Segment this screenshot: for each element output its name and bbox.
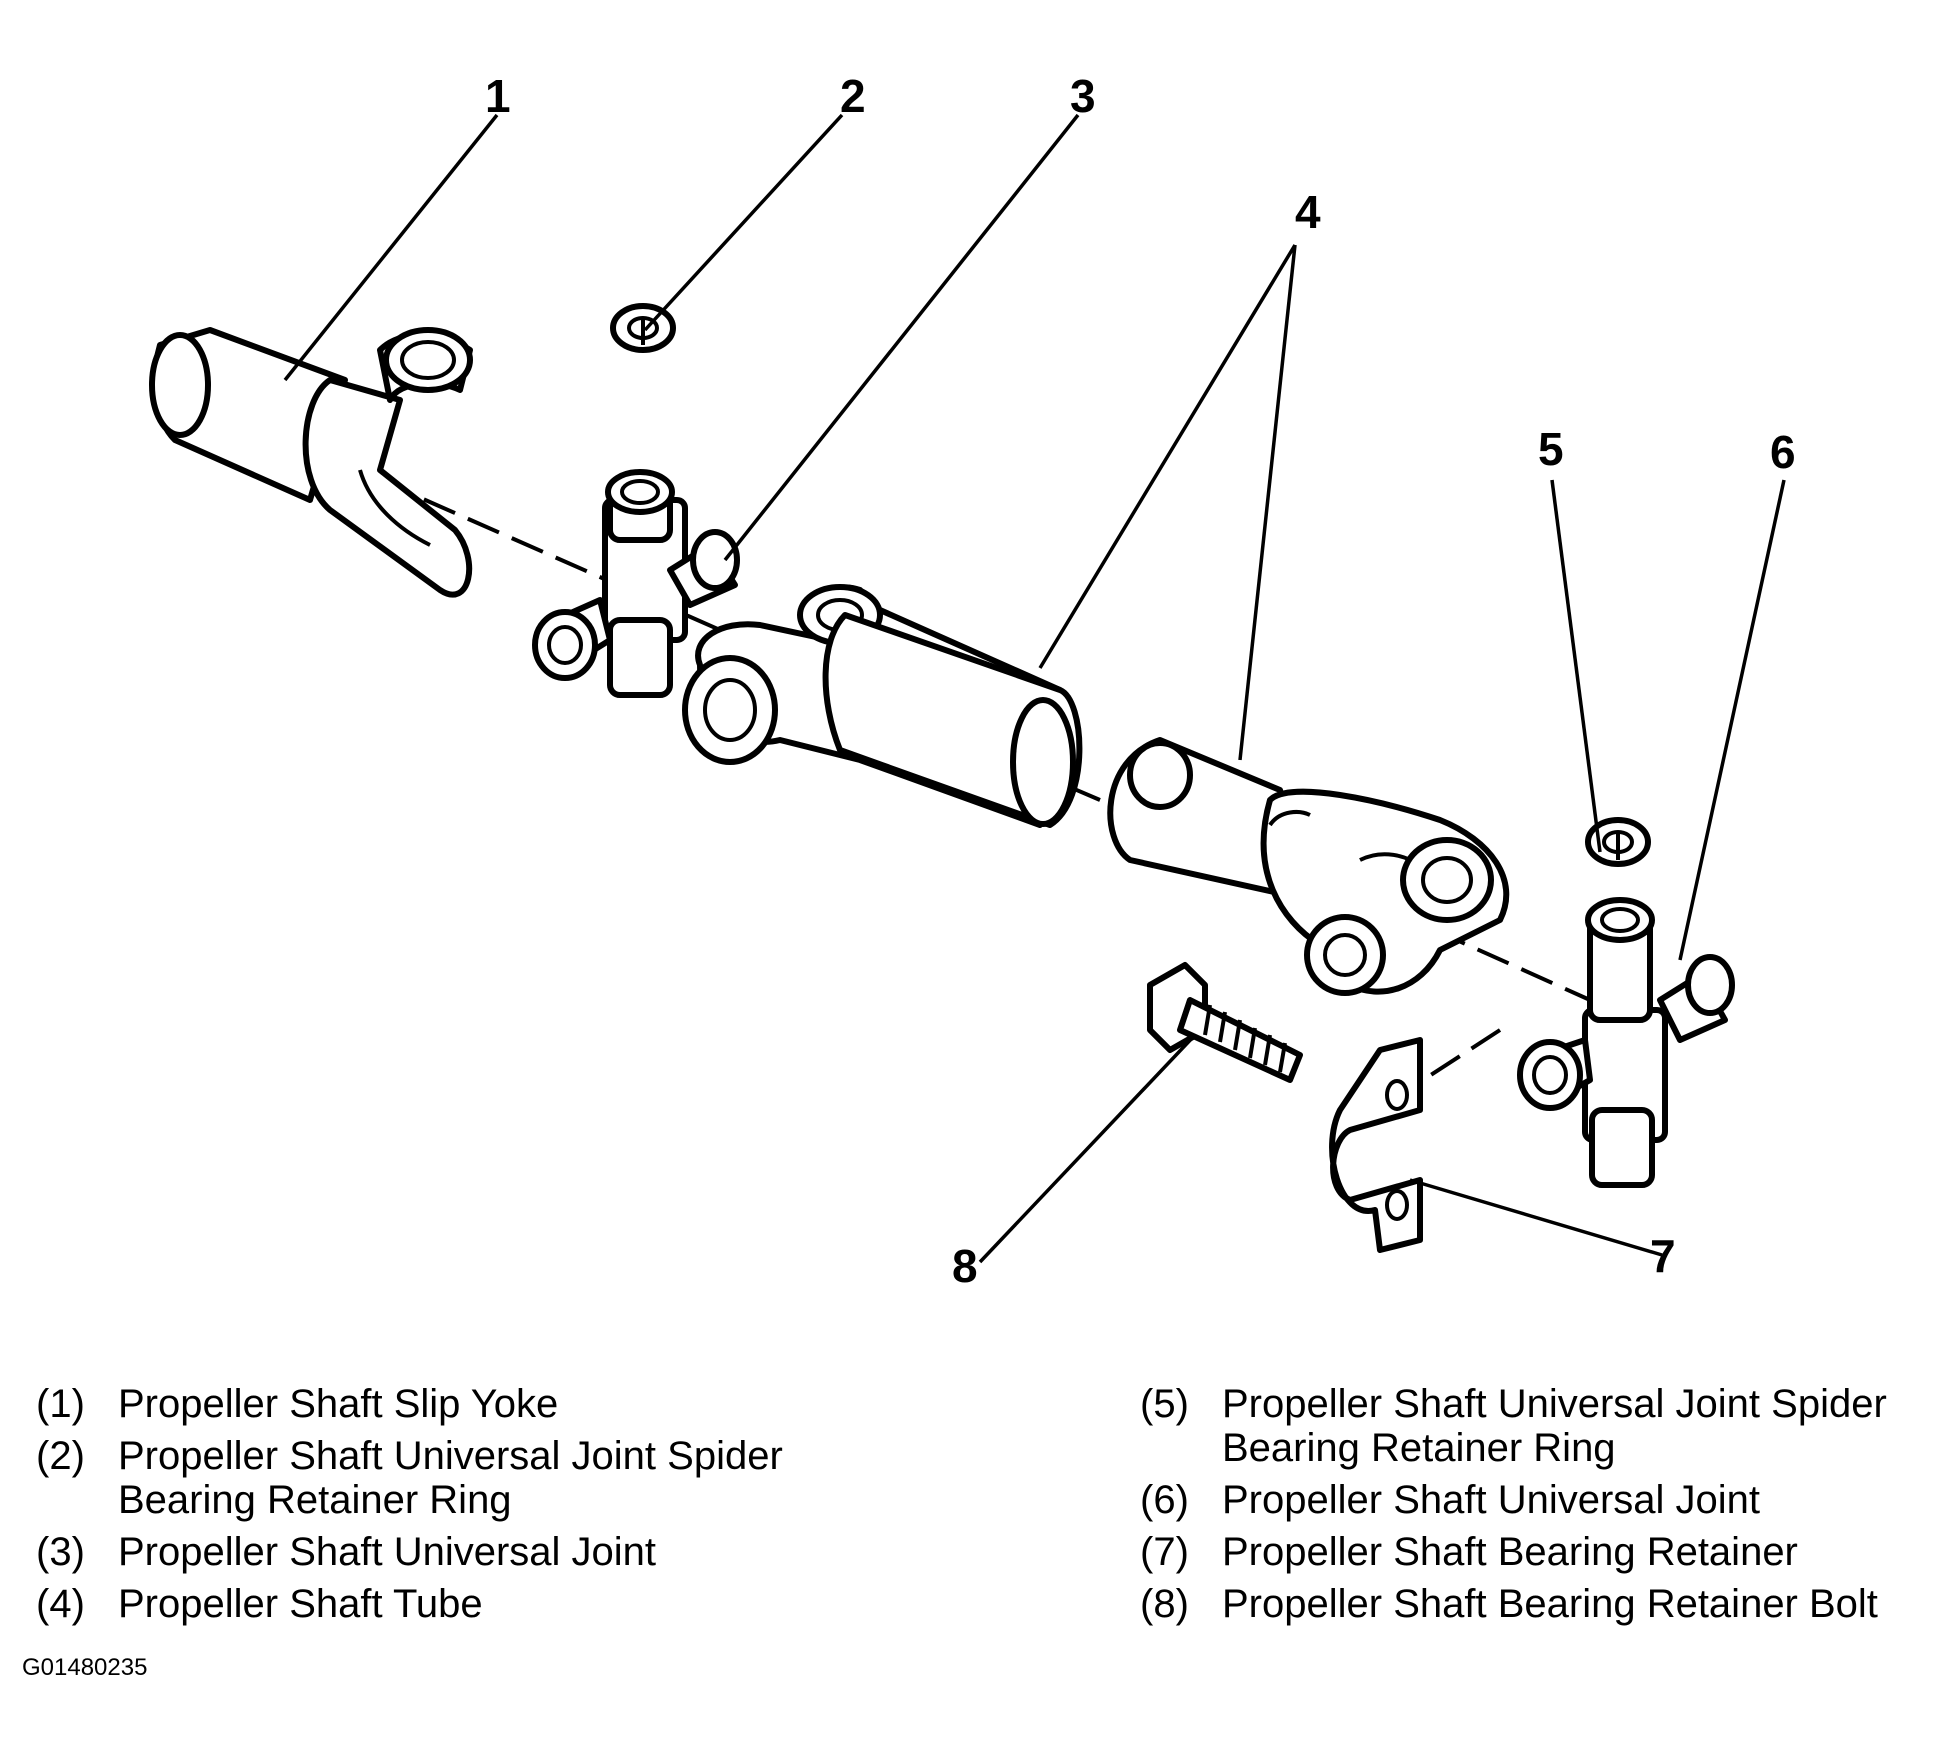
callout-6: 6 xyxy=(1770,426,1796,478)
callout-1: 1 xyxy=(485,70,511,122)
exploded-view-diagram: 1 2 3 4 5 6 7 8 xyxy=(149,70,1796,1292)
legend-label: Propeller Shaft Bearing Retainer Bolt xyxy=(1222,1582,1878,1626)
legend-number: (2) xyxy=(36,1434,85,1478)
legend-label: Propeller Shaft Tube xyxy=(118,1582,483,1626)
legend-number: (7) xyxy=(1140,1530,1189,1574)
legend-label: Propeller Shaft Universal Joint xyxy=(1222,1478,1761,1522)
legend-number: (6) xyxy=(1140,1478,1189,1522)
bearing-retainer xyxy=(1329,1037,1423,1253)
leader-lines xyxy=(283,113,1786,1264)
legend-label: Propeller Shaft Slip Yoke xyxy=(118,1382,559,1426)
legend-number: (8) xyxy=(1140,1582,1189,1626)
callout-5: 5 xyxy=(1538,423,1564,475)
legend-label: Propeller Shaft Universal Joint Spider B… xyxy=(118,1434,783,1522)
legend-number: (3) xyxy=(36,1530,85,1574)
legend-number: (4) xyxy=(36,1582,85,1626)
universal-joint-6 xyxy=(1517,897,1735,1188)
legend-item-3: (3) Propeller Shaft Universal Joint xyxy=(36,1530,936,1574)
callout-4: 4 xyxy=(1295,186,1321,238)
legend-label: Propeller Shaft Universal Joint xyxy=(118,1530,657,1574)
bearing-retainer-bolt xyxy=(1147,962,1303,1083)
legend-label: Propeller Shaft Bearing Retainer xyxy=(1222,1530,1798,1574)
shaft-tube-front xyxy=(682,584,1083,828)
callout-7: 7 xyxy=(1650,1230,1676,1282)
legend-number: (5) xyxy=(1140,1382,1189,1426)
slip-yoke xyxy=(149,327,473,598)
shaft-tube-rear xyxy=(1107,737,1510,996)
legend-left-column: (1) Propeller Shaft Slip Yoke (2) Propel… xyxy=(36,1382,936,1634)
callout-2: 2 xyxy=(840,70,866,122)
legend-label: Propeller Shaft Universal Joint Spider B… xyxy=(1222,1382,1887,1470)
legend-item-8: (8) Propeller Shaft Bearing Retainer Bol… xyxy=(1140,1582,1930,1626)
legend-item-2: (2) Propeller Shaft Universal Joint Spid… xyxy=(36,1434,936,1522)
legend-item-5: (5) Propeller Shaft Universal Joint Spid… xyxy=(1140,1382,1930,1470)
legend-right-column: (5) Propeller Shaft Universal Joint Spid… xyxy=(1140,1382,1930,1634)
legend-item-6: (6) Propeller Shaft Universal Joint xyxy=(1140,1478,1930,1522)
callout-8: 8 xyxy=(952,1240,978,1292)
callout-3: 3 xyxy=(1070,70,1096,122)
legend-item-1: (1) Propeller Shaft Slip Yoke xyxy=(36,1382,936,1426)
legend-item-4: (4) Propeller Shaft Tube xyxy=(36,1582,936,1626)
legend-item-7: (7) Propeller Shaft Bearing Retainer xyxy=(1140,1530,1930,1574)
legend-number: (1) xyxy=(36,1382,85,1426)
universal-joint-3 xyxy=(532,469,740,698)
retainer-ring-2 xyxy=(610,303,676,353)
figure-id: G01480235 xyxy=(22,1654,148,1681)
retainer-ring-5 xyxy=(1585,817,1651,867)
